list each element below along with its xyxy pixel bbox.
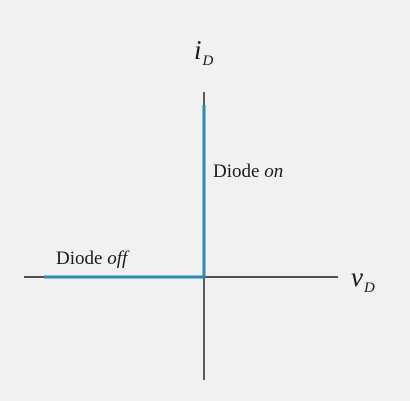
diode-on-label: Diode on	[213, 162, 283, 181]
diode-off-prefix: Diode	[56, 248, 108, 269]
x-axis-subscript: D	[363, 280, 375, 296]
diode-on-state: on	[264, 161, 284, 182]
y-axis-subscript: D	[202, 53, 214, 69]
diode-on-prefix: Diode	[213, 161, 265, 182]
diode-off-state: off	[107, 248, 128, 269]
y-axis-symbol: i	[194, 35, 202, 65]
x-axis-symbol: v	[351, 262, 363, 292]
y-axis-label: iD	[194, 35, 213, 69]
x-axis-label: vD	[351, 262, 375, 296]
diode-off-label: Diode off	[56, 249, 127, 268]
ideal-diode-curve	[44, 105, 206, 279]
